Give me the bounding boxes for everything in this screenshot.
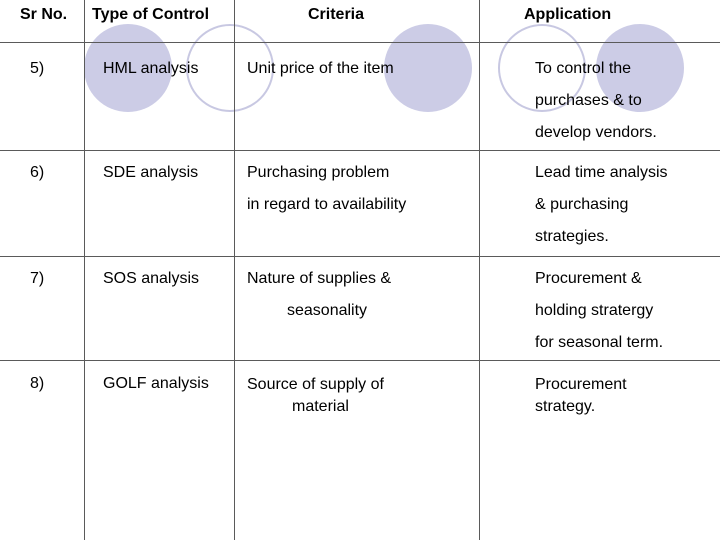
column-divider	[234, 0, 235, 540]
column-divider	[479, 0, 480, 540]
criteria-line: Unit price of the item	[247, 60, 394, 77]
table-row-criteria: Unit price of the item	[247, 53, 394, 85]
criteria-line: seasonality	[287, 302, 368, 319]
table-row-criteria: Source of supply of material	[247, 374, 384, 418]
row-divider	[0, 150, 720, 151]
table-row-type: HML analysis	[103, 60, 199, 77]
header-criteria: Criteria	[308, 6, 365, 23]
application-line: To control the	[535, 60, 632, 77]
table-row-application: Procurement & holding stratergy for seas…	[535, 263, 663, 359]
column-divider	[84, 0, 85, 540]
header-application: Application	[524, 6, 612, 23]
decorative-ring	[498, 24, 586, 112]
application-line: Procurement	[535, 376, 627, 393]
application-line: holding stratergy	[535, 302, 654, 319]
table-row-application: To control the purchases & to develop ve…	[535, 53, 657, 149]
table-row-type: SOS analysis	[103, 270, 200, 287]
decorative-circle	[596, 24, 684, 112]
decorative-ring	[186, 24, 274, 112]
table-row-criteria: Purchasing problem in regard to availabi…	[247, 157, 406, 221]
decorative-circle	[84, 24, 172, 112]
table-row-sr: 8)	[30, 375, 45, 392]
table-row-type: SDE analysis	[103, 164, 199, 181]
row-divider	[0, 256, 720, 257]
criteria-line: material	[292, 398, 349, 415]
table-row-type: GOLF analysis	[103, 375, 209, 392]
decorative-circle	[384, 24, 472, 112]
table-row-sr: 7)	[30, 270, 45, 287]
header-sr-no: Sr No.	[20, 6, 68, 23]
application-line: for seasonal term.	[535, 334, 664, 351]
table-row-criteria: Nature of supplies & seasonality	[247, 263, 391, 327]
criteria-line: Nature of supplies &	[247, 270, 392, 287]
header-type-of-control: Type of Control	[92, 6, 210, 23]
table-row-application: Procurement strategy.	[535, 374, 627, 418]
application-line: Procurement &	[535, 270, 642, 287]
row-divider	[0, 42, 720, 43]
application-line: purchases & to	[535, 92, 642, 109]
table-row-application: Lead time analysis & purchasing strategi…	[535, 157, 668, 253]
application-line: develop vendors.	[535, 124, 657, 141]
application-line: & purchasing	[535, 196, 629, 213]
application-line: strategies.	[535, 228, 609, 245]
table-row-sr: 5)	[30, 60, 45, 77]
application-line: strategy.	[535, 398, 596, 415]
table-row-sr: 6)	[30, 164, 45, 181]
criteria-line: Purchasing problem	[247, 164, 390, 181]
row-divider	[0, 360, 720, 361]
criteria-line: in regard to availability	[247, 196, 407, 213]
criteria-line: Source of supply of	[247, 376, 384, 393]
application-line: Lead time analysis	[535, 164, 668, 181]
